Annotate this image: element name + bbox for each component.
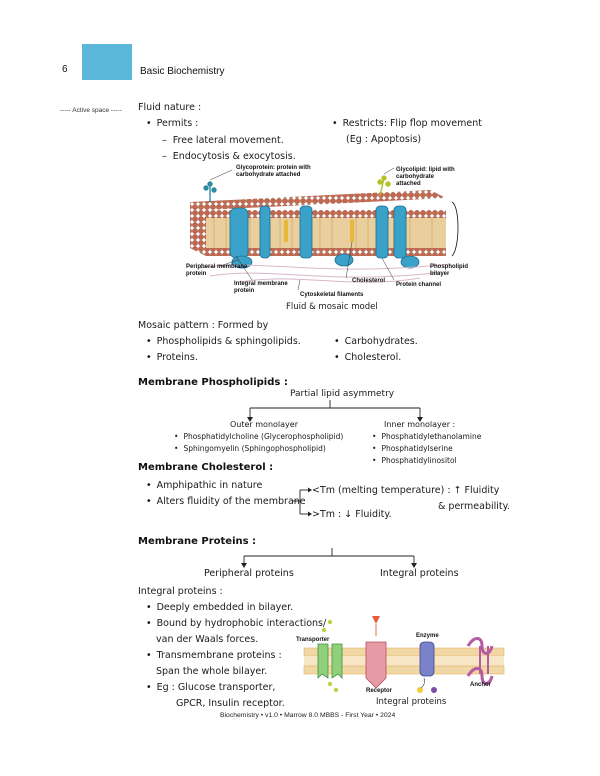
fluid-heading: Fluid nature :: [138, 102, 202, 113]
mosaic-item: Cholesterol.: [334, 352, 402, 363]
permits-label: Permits :: [146, 118, 199, 129]
restricts-example: (Eg : Apoptosis): [346, 134, 422, 145]
integral-proteins-label: Integral proteins: [380, 568, 459, 579]
label-receptor: Receptor: [366, 688, 393, 694]
integral-protein-shape: [229, 207, 249, 259]
integral-item: GPCR, Insulin receptor.: [176, 698, 285, 709]
cholesterol-branch-lines: [292, 487, 312, 517]
inner-monolayer-item: Phosphatidylserine: [372, 444, 452, 453]
cholesterol-branch-above-tm: >Tm : ↓ Fluidity.: [312, 509, 392, 520]
integral-item: Span the whole bilayer.: [156, 666, 268, 677]
outer-monolayer-title: Outer monolayer: [230, 420, 298, 429]
proteins-tree-lines: [241, 548, 417, 568]
enzyme-shape: [419, 641, 435, 677]
inner-monolayer-item: Phosphatidylethanolamine: [372, 432, 481, 441]
header-title: Basic Biochemistry: [140, 66, 225, 77]
active-space-label: ----- Active space -----: [60, 107, 122, 114]
mosaic-item: Proteins.: [146, 352, 198, 363]
bilayer-inner-heads: [206, 248, 446, 256]
figure1-caption: Fluid & mosaic model: [286, 302, 378, 312]
mosaic-heading: Mosaic pattern : Formed by: [138, 320, 269, 331]
integral-item: Bound by hydrophobic interactions/: [146, 618, 327, 629]
bilayer-outer-heads: [206, 210, 446, 218]
asymmetry-root: Partial lipid asymmetry: [290, 389, 395, 399]
restricts-label: Restricts: Flip flop movement: [332, 118, 482, 129]
header-accent-block: [82, 44, 132, 80]
receptor-shape: [365, 641, 387, 689]
cholesterol-branch-below-tm-cont: & permeability.: [438, 501, 510, 512]
label-cytoskeletal: Cytoskeletal filaments: [300, 292, 364, 298]
label-transporter: Transporter: [296, 637, 330, 643]
label-peripheral-protein: Peripheral membrane protein: [186, 264, 248, 277]
page-number: 6: [62, 64, 68, 75]
integral-item: Eg : Glucose transporter,: [146, 682, 276, 693]
protein-channel-shape: [375, 205, 389, 259]
label-glycoprotein: Glycoprotein: protein with carbohydrate …: [236, 165, 311, 178]
phospholipids-heading: Membrane Phospholipids :: [138, 377, 288, 388]
outer-monolayer-item: Sphingomyelin (Sphingophospholipid): [174, 444, 325, 453]
label-anchor: Anchor: [470, 682, 491, 688]
peripheral-proteins-label: Peripheral proteins: [204, 568, 294, 579]
cholesterol-item: Alters fluidity of the membrane: [146, 496, 306, 507]
integral-proteins-figure: [303, 616, 505, 693]
inner-monolayer-title: Inner monolayer :: [384, 420, 456, 429]
cholesterol-shape: [350, 220, 354, 242]
transporter-shape: [317, 643, 329, 679]
phospholipid-tree-lines: [247, 400, 423, 422]
integral-figure-caption: Integral proteins: [376, 697, 447, 707]
cholesterol-heading: Membrane Cholesterol :: [138, 462, 274, 473]
integral-proteins-heading: Integral proteins :: [138, 586, 223, 597]
cholesterol-item: Amphipathic in nature: [146, 480, 263, 491]
page-footer: Biochemistry • v1.0 • Marrow 8.0 MBBS - …: [220, 712, 396, 719]
integral-item: Deeply embedded in bilayer.: [146, 602, 294, 613]
fluid-mosaic-figure: [190, 167, 459, 291]
cholesterol-branch-below-tm: <Tm (melting temperature) : ↑ Fluidity: [312, 485, 500, 496]
label-glycolipid: Glycolipid: lipid with carbohydrate atta…: [396, 167, 455, 187]
label-cholesterol: Cholesterol: [352, 278, 386, 284]
proteins-heading: Membrane Proteins :: [138, 536, 257, 547]
mosaic-item: Carbohydrates.: [334, 336, 418, 347]
permit-item: Endocytosis & exocytosis.: [162, 151, 296, 162]
inner-monolayer-item: Phosphatidylinositol: [372, 456, 456, 465]
anchor-shape: [466, 637, 494, 655]
integral-item: van der Waals forces.: [156, 634, 259, 645]
label-enzyme: Enzyme: [416, 633, 439, 639]
label-bilayer: Phospholipid bilayer: [430, 264, 468, 277]
integral-item: Transmembrane proteins :: [146, 650, 282, 661]
bilayer-top-surface: [190, 190, 446, 210]
permit-item: Free lateral movement.: [162, 135, 284, 146]
label-protein-channel: Protein channel: [396, 282, 442, 288]
mosaic-item: Phospholipids & sphingolipids.: [146, 336, 301, 347]
label-integral-protein: Integral membrane protein: [234, 281, 288, 294]
outer-monolayer-item: Phosphatidylcholine (Glycerophospholipid…: [174, 432, 343, 441]
